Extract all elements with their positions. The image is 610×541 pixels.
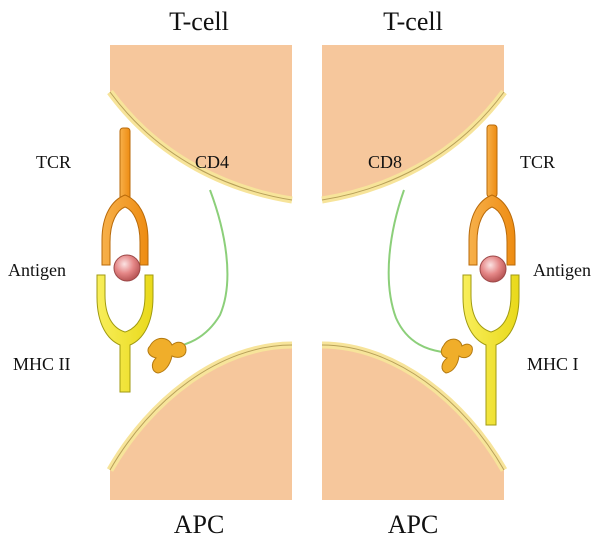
tcr-label-right: TCR xyxy=(520,152,555,172)
mhc-ii xyxy=(97,275,153,392)
antigen-label-left: Antigen xyxy=(8,260,66,280)
cd4-binding-domain xyxy=(148,338,186,373)
cd8-binding-domain xyxy=(441,339,472,373)
bottom-cell-label-left: APC xyxy=(174,510,225,539)
cd4-label: CD4 xyxy=(195,152,229,172)
tcr-label-left: TCR xyxy=(36,152,71,172)
cd8-label: CD8 xyxy=(368,152,402,172)
mhc-ii-label: MHC II xyxy=(13,354,71,374)
antigen-left-icon xyxy=(114,255,140,281)
top-cell-label-right: T-cell xyxy=(383,7,443,36)
top-cell-label-left: T-cell xyxy=(169,7,229,36)
mhc-i-label: MHC I xyxy=(527,354,579,374)
apc-right-shape xyxy=(322,345,504,500)
left-panel xyxy=(97,45,292,500)
antigen-right-icon xyxy=(480,256,506,282)
right-panel xyxy=(322,45,519,500)
apc-left-shape xyxy=(110,345,292,500)
bottom-cell-label-right: APC xyxy=(388,510,439,539)
cd8-stalk xyxy=(389,190,442,352)
tcr-left xyxy=(102,128,148,265)
tcr-right xyxy=(469,125,515,265)
cd4-stalk xyxy=(172,190,227,348)
antigen-label-right: Antigen xyxy=(533,260,591,280)
